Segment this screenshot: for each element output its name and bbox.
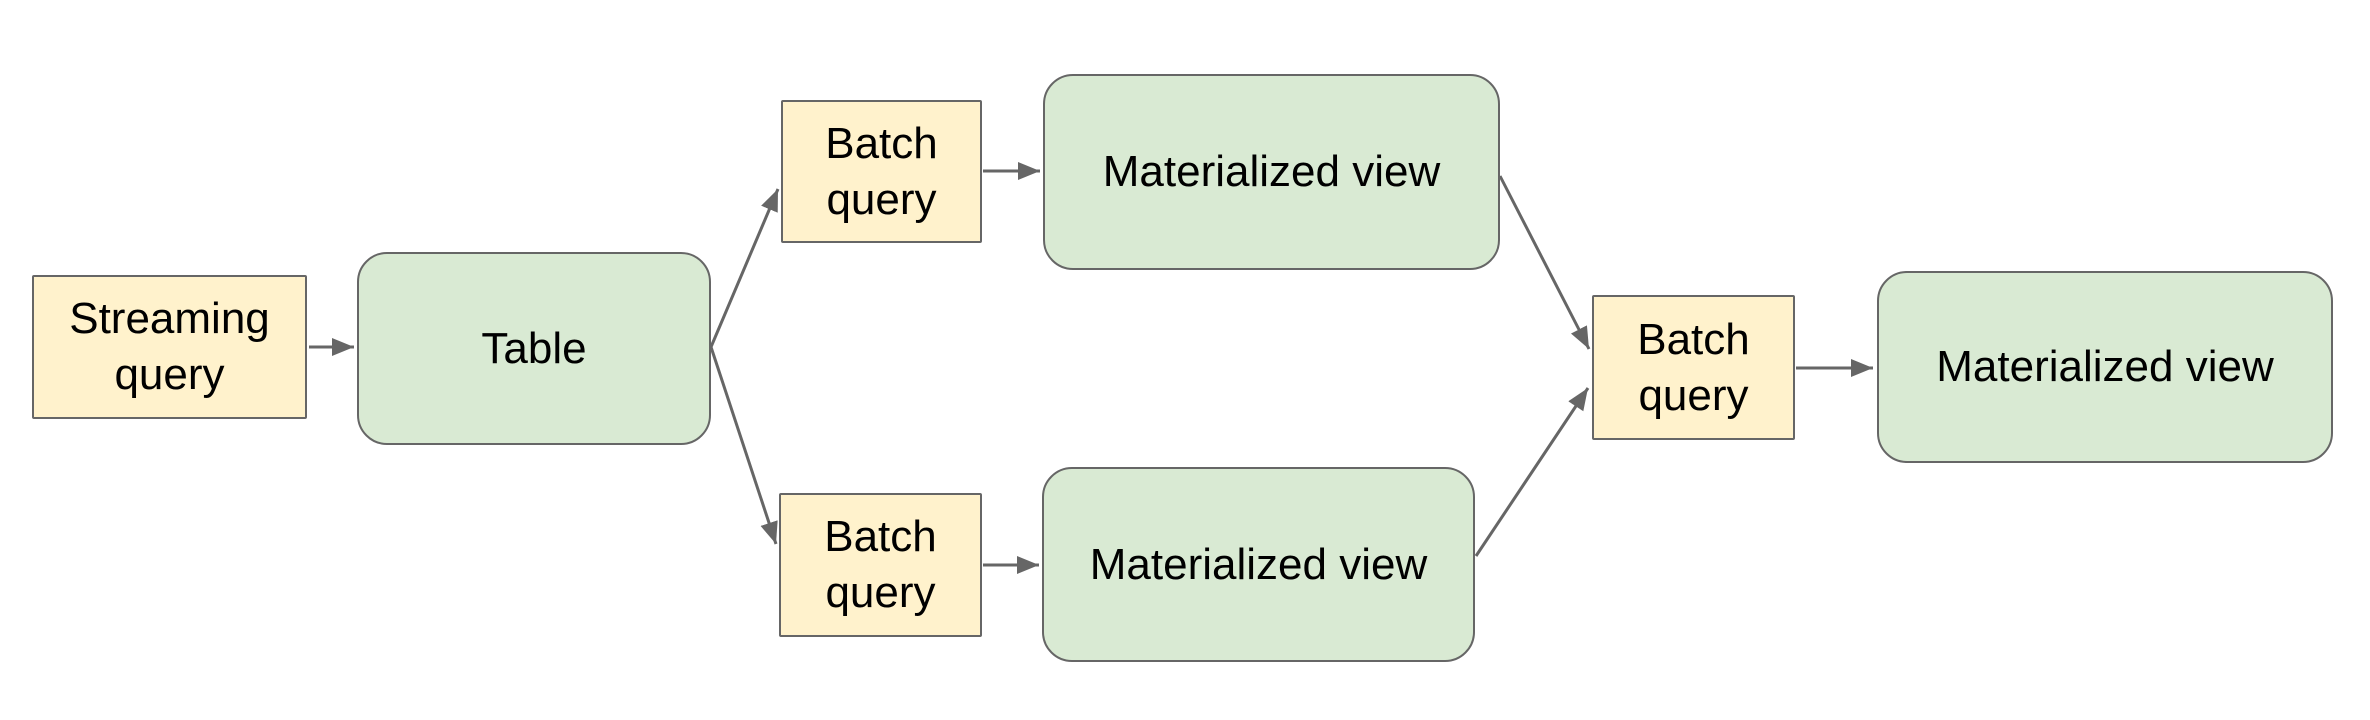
node-materialized-view-bottom-label: Materialized view [1089,539,1428,589]
node-materialized-view-final: Materialized view [1877,271,2333,463]
node-batch-query-top: Batch query [781,100,982,243]
node-streaming-query: Streaming query [32,275,307,419]
node-table: Table [357,252,711,445]
edge-table-to-batch-query-top [709,188,780,348]
edge-materialized-view-top-to-batch-query-merge [1498,175,1591,350]
node-materialized-view-bottom: Materialized view [1042,467,1475,662]
node-batch-query-top-label: Batch query [825,118,938,224]
node-batch-query-merge: Batch query [1592,295,1795,440]
node-batch-query-merge-label: Batch query [1637,314,1750,420]
node-materialized-view-top-label: Materialized view [1102,147,1441,197]
node-materialized-view-top: Materialized view [1043,74,1500,270]
node-batch-query-bottom-label: Batch query [824,512,937,617]
node-streaming-query-label: Streaming query [69,294,270,399]
node-materialized-view-final-label: Materialized view [1936,342,2274,392]
edge-materialized-view-bottom-to-batch-query-merge [1474,387,1590,557]
node-table-label: Table [481,323,587,373]
edge-table-to-batch-query-bottom [709,346,778,545]
node-batch-query-bottom: Batch query [779,493,982,637]
